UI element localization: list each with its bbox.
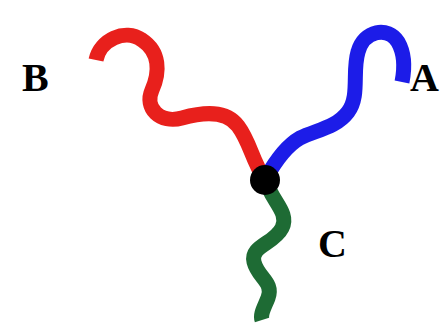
arm-label: A [410,58,439,98]
arm-label: C [318,224,347,264]
blue-arm [266,32,404,178]
green-arm [254,180,284,320]
junction-point [250,165,280,195]
red-arm [96,35,264,178]
arm-label: B [22,58,49,98]
